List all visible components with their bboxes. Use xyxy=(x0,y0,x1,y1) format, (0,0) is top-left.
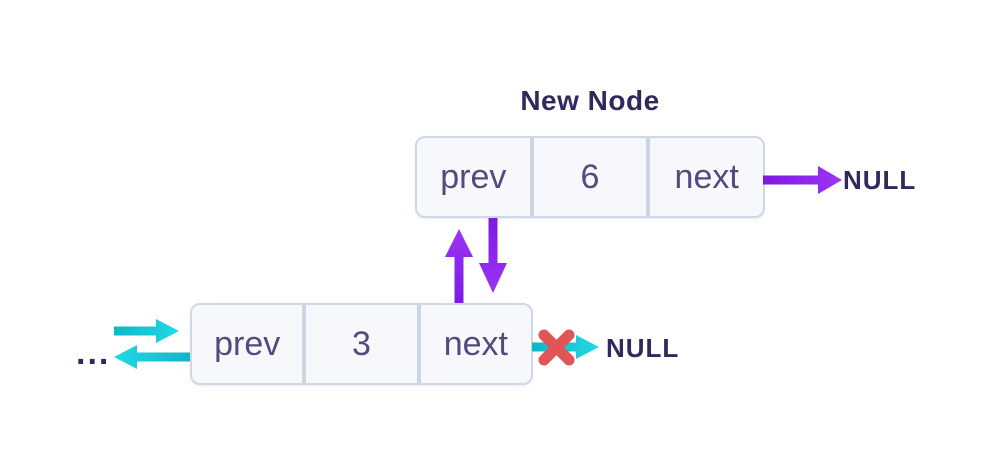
new-node-title: New Node xyxy=(520,85,660,116)
purple-right-arrow-icon xyxy=(763,166,842,194)
ellipsis: ... xyxy=(76,334,111,372)
red-cross-icon xyxy=(538,329,575,366)
new-node-value-cell: 6 xyxy=(529,138,647,216)
list-node-next-cell: next xyxy=(416,305,531,383)
null-label-bottom: NULL xyxy=(606,333,680,363)
purple-down-arrow-icon xyxy=(479,218,507,293)
null-label-top: NULL xyxy=(843,165,917,195)
purple-up-arrow-icon xyxy=(445,229,473,303)
new-node-prev-cell: prev xyxy=(440,157,507,196)
new-node-next-cell: next xyxy=(646,138,763,216)
list-node-prev-cell: prev xyxy=(214,324,281,363)
cyan-right-arrow-icon xyxy=(114,319,179,343)
list-node-box: prev 3 next xyxy=(190,303,533,385)
cyan-left-arrow-icon xyxy=(114,345,190,369)
list-node-value-cell: 3 xyxy=(302,305,416,383)
new-node-box: prev 6 next xyxy=(415,136,765,218)
